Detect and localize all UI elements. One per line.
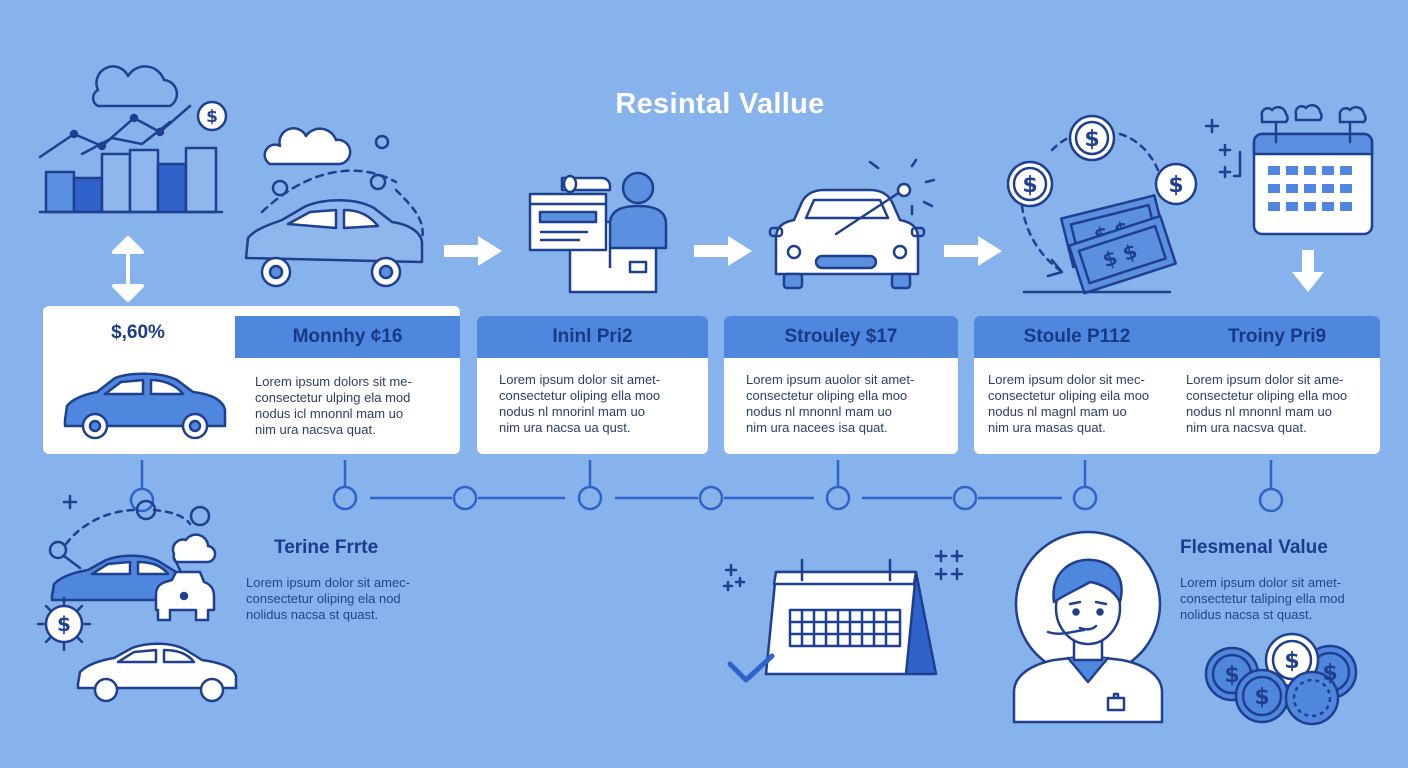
card-header: Monnhy ¢16 (235, 316, 460, 358)
svg-text:$: $ (1254, 685, 1269, 710)
buyer-document-icon (528, 171, 668, 294)
section-title: Flesmenal Value (1180, 537, 1328, 558)
right-arrow-icon (944, 236, 1002, 266)
growth-chart-icon: $ (38, 65, 228, 214)
advisor-avatar-icon (1012, 530, 1164, 724)
card-heading: Troiny Pri9 (1227, 326, 1327, 347)
svg-text:$: $ (1084, 127, 1099, 152)
card-body-text: Lorem ipsum dolor sit mec- consectetur o… (988, 372, 1150, 435)
svg-text:$: $ (1322, 661, 1337, 686)
card-header: Ininl Pri2 (477, 316, 708, 358)
value-card-initial: Ininl Pri2 Lorem ipsum dolor sit amet- c… (477, 316, 708, 454)
svg-text:$: $ (1284, 649, 1299, 674)
svg-text:$: $ (1022, 173, 1037, 198)
timeline (129, 460, 1284, 513)
card-body-text: Lorem ipsum dolor sit ame- consectetur o… (1186, 372, 1348, 435)
down-arrow-icon (1292, 250, 1324, 292)
card-body-text: Lorem ipsum auolor sit amet- consectetur… (746, 372, 915, 435)
card-header: Strouley $17 (724, 316, 958, 358)
car-network-icon: $ (36, 494, 238, 703)
value-card-double: Stoule P112 Troiny Pri9 Lorem ipsum dolo… (974, 316, 1380, 454)
svg-text:$: $ (1224, 663, 1239, 688)
car-route-icon (244, 127, 424, 288)
card-heading: Ininl Pri2 (552, 326, 633, 347)
section-text: Lorem ipsum dolor sit amec- consectetur … (246, 575, 410, 622)
section-title: Terine Frrte (274, 537, 379, 558)
car-front-sparkle-icon (768, 158, 936, 290)
svg-text:$: $ (1168, 173, 1183, 198)
calendar-check-icon (722, 549, 964, 683)
svg-text:$: $ (57, 612, 71, 636)
card-body-text: Lorem ipsum dolor sit amet- consectetur … (499, 372, 661, 435)
up-down-arrow-icon (112, 236, 144, 302)
money-coins-icon: $ $ $ $ $ $ $ (1006, 114, 1198, 295)
right-arrow-icon (694, 236, 752, 266)
card-heading: Strouley $17 (784, 326, 898, 347)
car-icon (63, 372, 227, 440)
card-value: $,60% (111, 322, 165, 343)
card-body-text: Lorem ipsum dolors sit me- consectetur u… (255, 374, 412, 437)
right-arrow-icon (444, 236, 502, 266)
svg-text:$: $ (206, 107, 218, 127)
value-card-monthly: $,60% Monnhy ¢16 Lorem ipsum dolors sit … (43, 306, 460, 454)
card-heading: Stoule P112 (1023, 326, 1131, 347)
value-card-strouley: Strouley $17 Lorem ipsum auolor sit amet… (724, 316, 958, 454)
page-title: Resintal Vallue (615, 88, 825, 120)
card-heading: Monnhy ¢16 (292, 326, 403, 347)
section-text: Lorem ipsum dolor sit amet- consectetur … (1180, 575, 1345, 622)
coins-icon: $ $ $ $ (1204, 632, 1358, 726)
calendar-icon (1204, 103, 1374, 236)
